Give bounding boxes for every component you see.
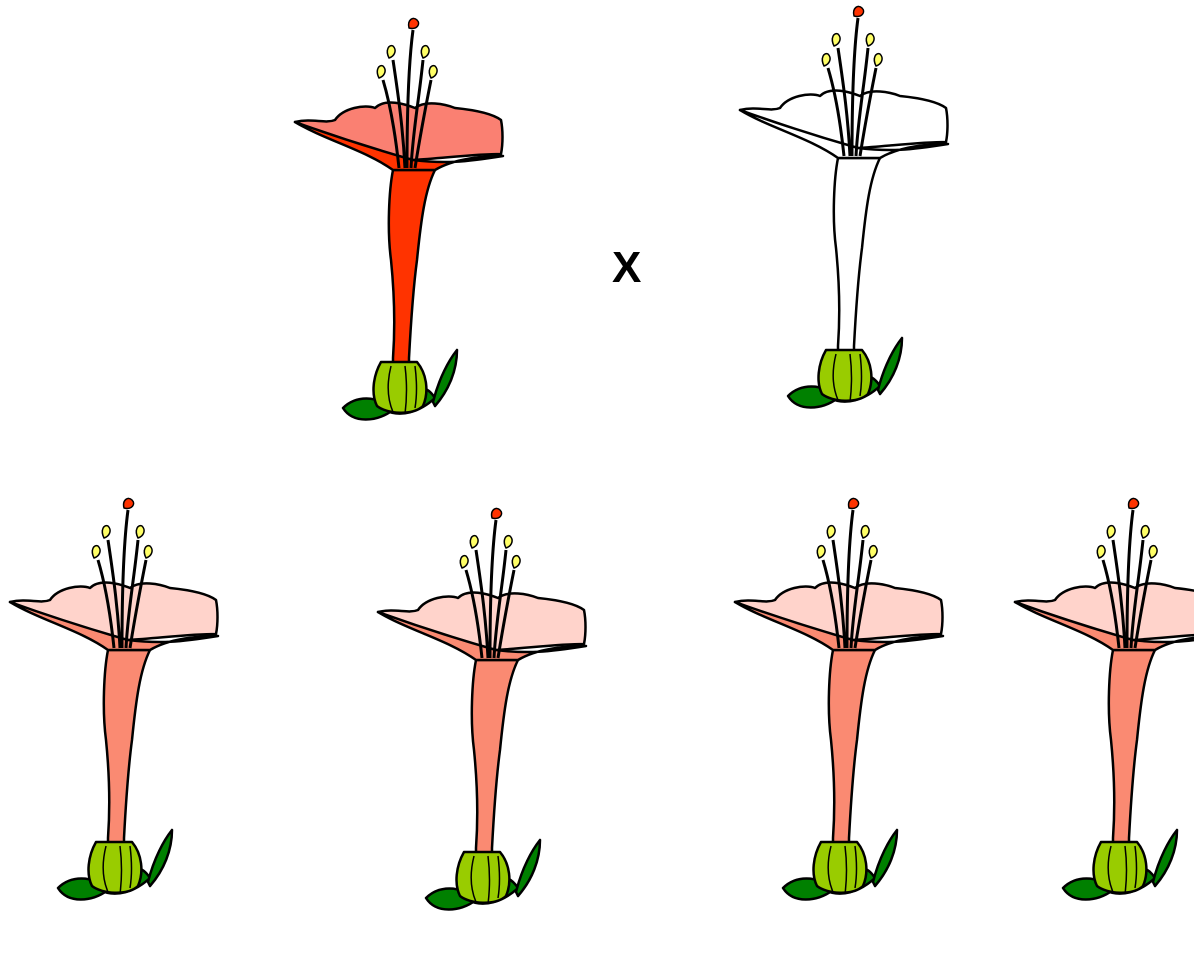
sepal: [374, 362, 427, 413]
anther: [429, 66, 437, 78]
stigma: [854, 6, 864, 16]
stigma: [849, 498, 859, 508]
sepal: [89, 842, 142, 893]
sepal: [819, 350, 872, 401]
anther: [377, 66, 385, 78]
anther: [136, 526, 144, 538]
sepal: [814, 842, 867, 893]
offspring-flower-1: [10, 498, 218, 899]
anther: [470, 536, 478, 548]
offspring-flower-2: [378, 508, 586, 909]
stigma: [409, 18, 419, 28]
anther: [827, 526, 835, 538]
anther: [861, 526, 869, 538]
anther: [832, 34, 840, 46]
leaf: [148, 830, 172, 886]
stigma: [1129, 498, 1139, 508]
stigma: [124, 498, 134, 508]
anther: [421, 46, 429, 58]
anther: [1149, 546, 1157, 558]
anther: [869, 546, 877, 558]
leaf: [516, 840, 540, 896]
anther: [102, 526, 110, 538]
anther: [512, 556, 520, 568]
anther: [1097, 546, 1105, 558]
leaf: [873, 830, 897, 886]
leaf: [1153, 830, 1177, 886]
sepal: [457, 852, 510, 903]
anther: [92, 546, 100, 558]
offspring-flower-3: [735, 498, 943, 899]
anther: [874, 54, 882, 66]
anther: [144, 546, 152, 558]
anther: [387, 46, 395, 58]
anther: [1141, 526, 1149, 538]
sepal: [1094, 842, 1147, 893]
anther: [504, 536, 512, 548]
offspring-flower-4: [1015, 498, 1194, 899]
anther: [460, 556, 468, 568]
leaf: [433, 350, 457, 406]
leaf: [878, 338, 902, 394]
parent-red-flower: [295, 18, 503, 419]
cross-symbol: X: [612, 246, 641, 290]
anther: [1107, 526, 1115, 538]
stigma: [492, 508, 502, 518]
anther: [817, 546, 825, 558]
anther: [866, 34, 874, 46]
anther: [822, 54, 830, 66]
parent-white-flower: [740, 6, 948, 407]
